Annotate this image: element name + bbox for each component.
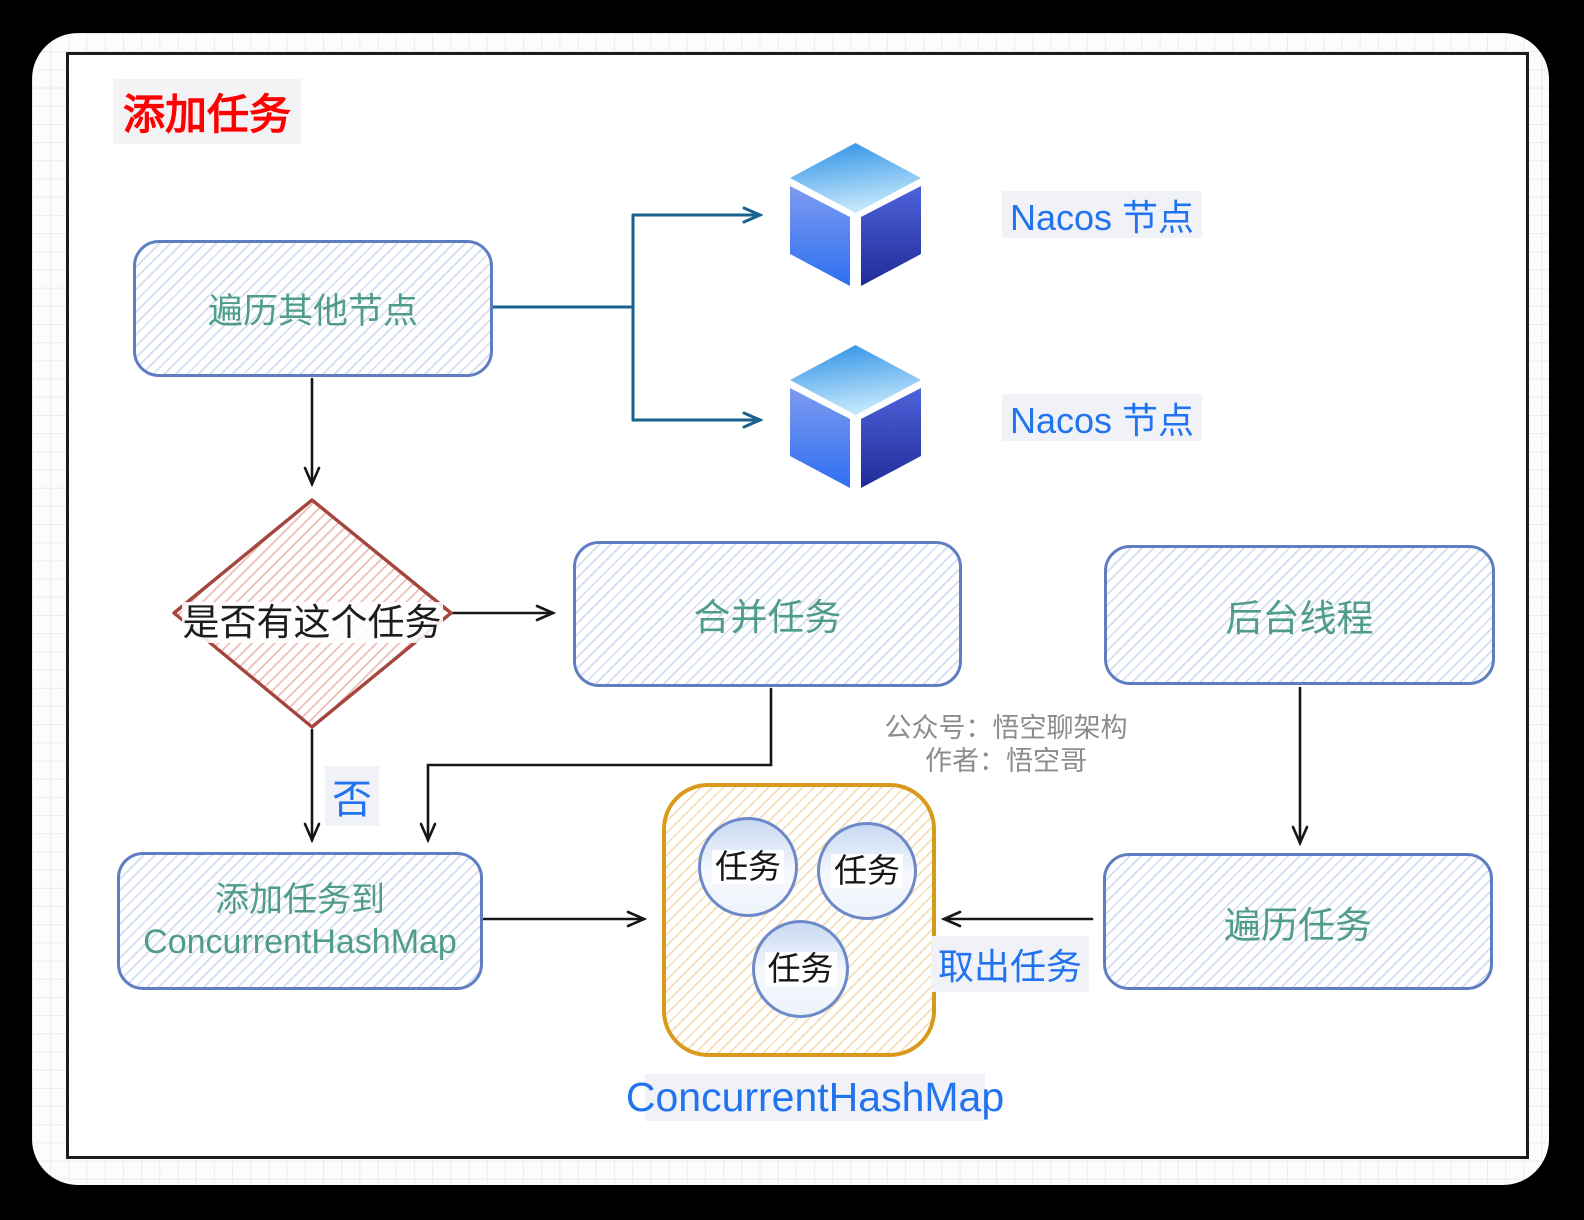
concurrenthashmap-caption: ConcurrentHashMap — [625, 1074, 1005, 1121]
diagram-title: 添加任务 — [113, 79, 302, 144]
task-circle-3: 任务 — [752, 920, 849, 1018]
node-add-task-line-2: ConcurrentHashMap — [143, 923, 457, 961]
nacos-node-2-label: Nacos 节点 — [1002, 394, 1203, 441]
task-circle-1: 任务 — [698, 817, 798, 917]
task-circle-2-label: 任务 — [831, 853, 903, 889]
task-circle-1-label: 任务 — [712, 849, 784, 885]
watermark-line-1: 公众号：悟空聊架构 — [884, 713, 1128, 743]
node-add-task-line-1: 添加任务到 — [215, 880, 385, 919]
nacos-cube-2-icon — [787, 344, 924, 489]
watermark-line-2: 作者：悟空哥 — [925, 746, 1087, 777]
task-circle-2: 任务 — [817, 822, 917, 920]
node-background-thread: 后台线程 — [1104, 545, 1495, 685]
node-merge-task-label: 合并任务 — [693, 597, 842, 638]
watermark-credit: 公众号：悟空聊架构 作者：悟空哥 — [878, 712, 1134, 779]
no-branch-label: 否 — [325, 766, 379, 826]
node-traverse-tasks-label: 遍历任务 — [1224, 904, 1372, 946]
node-background-thread-label: 后台线程 — [1225, 598, 1374, 639]
task-circle-3-label: 任务 — [764, 951, 837, 987]
take-out-task-label: 取出任务 — [931, 936, 1090, 992]
node-traverse-tasks: 遍历任务 — [1103, 853, 1493, 990]
node-add-task-to-map: 添加任务到 ConcurrentHashMap — [117, 852, 483, 990]
node-traverse-other-nodes: 遍历其他节点 — [133, 240, 493, 377]
nacos-cube-1-icon — [787, 142, 924, 287]
node-traverse-other-nodes-label: 遍历其他节点 — [207, 292, 418, 331]
nacos-node-1-label: Nacos 节点 — [1002, 191, 1203, 238]
decision-has-task-label: 是否有这个任务 — [181, 602, 443, 643]
node-merge-task: 合并任务 — [573, 541, 962, 687]
